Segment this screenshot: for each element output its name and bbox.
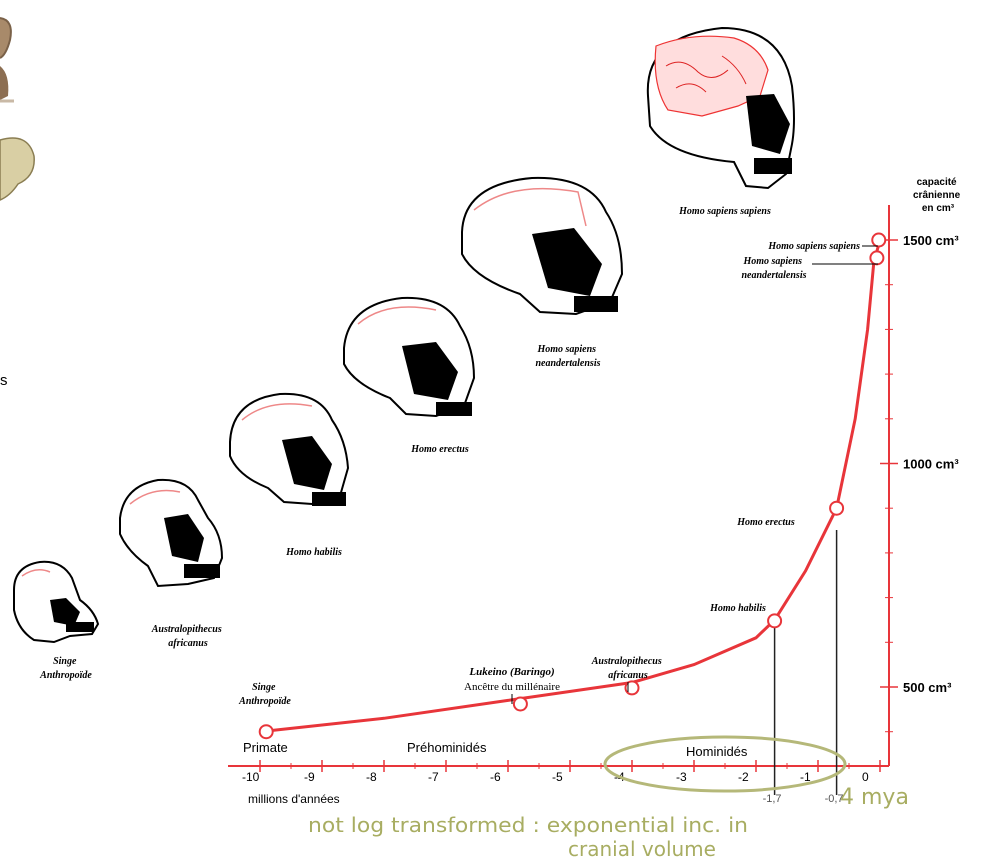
- point-label-homo-habilis: Homo habilis: [709, 603, 766, 614]
- skull-homo-sapiens-sapiens-icon: [646, 26, 795, 190]
- x-axis-label: millions d'années: [248, 792, 340, 806]
- data-points: [258, 232, 887, 740]
- caption-ape: Singe Anthropoïde: [39, 656, 92, 681]
- cropped-edge-text: s: [0, 372, 8, 389]
- x-extra-tick-label: -1,7: [763, 793, 782, 805]
- x-tick-label: 0: [862, 770, 869, 784]
- y-tick-label: 1000 cm³: [903, 457, 959, 472]
- caption-homo-sapiens-sapiens: Homo sapiens sapiens: [678, 206, 771, 217]
- point-label-homo-erectus: Homo erectus: [736, 517, 795, 528]
- skull-homo-erectus-icon: [343, 296, 476, 418]
- data-point-2: [624, 680, 640, 696]
- era-labels: Primate Préhominidés Hominidés: [243, 740, 748, 759]
- x-tick-label: -9: [304, 770, 315, 784]
- data-point-3: [767, 613, 783, 629]
- skull-ape-icon: [13, 560, 100, 644]
- era-prehominides: Préhominidés: [407, 740, 487, 755]
- annotation-mya: 4 mya: [840, 785, 909, 810]
- data-point-4: [829, 500, 845, 516]
- data-point-5: [869, 250, 885, 266]
- skull-australopithecus-icon: [119, 478, 224, 588]
- data-point-6: [871, 232, 887, 248]
- hominides-circle: [603, 735, 847, 793]
- skull-neandertalensis-icon: [461, 176, 624, 316]
- x-tick-label: -7: [428, 770, 439, 784]
- caption-homo-habilis: Homo habilis: [285, 547, 342, 558]
- point-label-neandertalensis: Homo sapiens neandertalensis: [741, 256, 806, 281]
- data-point-1: [512, 696, 528, 712]
- point-sublabel-lukeino: Ancêtre du millénaire: [464, 681, 560, 693]
- y-axis: 500 cm³ 1000 cm³ 1500 cm³ capacité crânien…: [880, 177, 963, 766]
- point-labels: Singe Anthropoïde Lukeino (Baringo) Ancê…: [238, 241, 878, 707]
- caption-australopithecus: Australopithecus africanus: [151, 624, 225, 649]
- point-label-homo-sapiens-sapiens: Homo sapiens sapiens: [767, 241, 860, 252]
- point-label-australopithecus: Australopithecus africanus: [591, 656, 665, 681]
- cropped-edge-fragments: s: [0, 17, 35, 389]
- skull-illustrations: [13, 26, 795, 644]
- x-tick-label: -6: [490, 770, 501, 784]
- x-extra-tick-label: -0,7: [825, 793, 844, 805]
- era-hominides: Hominidés: [686, 744, 748, 759]
- skull-homo-habilis-icon: [229, 392, 350, 506]
- handwritten-annotations: 4 mya not log transformed : exponential …: [308, 735, 909, 861]
- x-tick-label: -3: [676, 770, 687, 784]
- y-axis-title: capacité crânienne en cm³: [913, 177, 963, 214]
- point-label-singe: Singe Anthropoïde: [238, 682, 291, 707]
- point-label-lukeino: Lukeino (Baringo): [468, 666, 554, 678]
- era-primate: Primate: [243, 740, 288, 755]
- x-tick-label: -1: [800, 770, 811, 784]
- y-tick-label: 500 cm³: [903, 680, 952, 695]
- x-tick-label: -2: [738, 770, 749, 784]
- skull-captions: Singe Anthropoïde Australopithecus afric…: [39, 206, 771, 681]
- x-tick-label: -10: [242, 770, 260, 784]
- caption-neandertalensis: Homo sapiens neandertalensis: [535, 344, 600, 369]
- annotation-note-line1: not log transformed : exponential inc. i…: [308, 813, 748, 837]
- x-tick-label: -5: [552, 770, 563, 784]
- data-point-0: [258, 724, 274, 740]
- annotation-note-line2: cranial volume: [568, 837, 716, 861]
- x-tick-label: -8: [366, 770, 377, 784]
- drop-lines: [773, 530, 838, 795]
- caption-homo-erectus: Homo erectus: [410, 444, 469, 455]
- y-tick-label: 1500 cm³: [903, 233, 959, 248]
